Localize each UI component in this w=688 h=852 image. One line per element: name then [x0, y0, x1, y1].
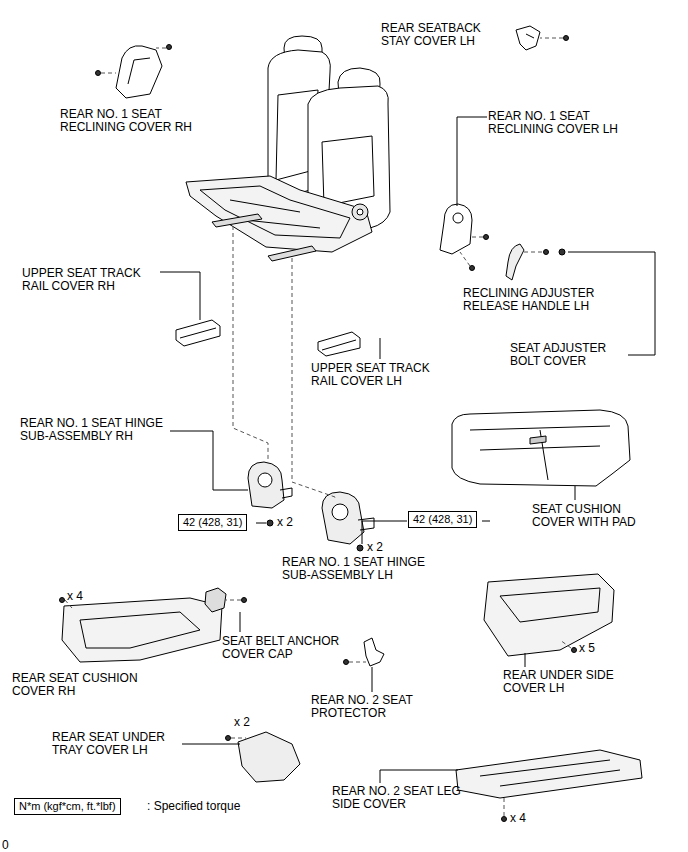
part-name: UPPER SEAT TRACK RAIL COVER LH — [311, 362, 432, 388]
part-name: UPPER SEAT TRACK RAIL COVER RH — [22, 267, 143, 293]
part-name: REAR NO. 1 SEAT HINGE SUB-ASSEMBLY RH — [20, 417, 165, 443]
part-name: REAR SEAT CUSHION COVER RH — [12, 672, 140, 698]
legend-box: N*m (kgf*cm, ft.*lbf) — [14, 798, 121, 815]
torque-box: 42 (428, 31) — [178, 514, 247, 531]
part-name: SEAT BELT ANCHOR COVER CAP — [222, 635, 342, 661]
part-name: REAR NO. 2 SEAT LEG SIDE COVER — [332, 785, 463, 811]
part-name: REAR NO. 2 SEAT PROTECTOR — [311, 694, 415, 720]
quantity-label: x 4 — [67, 590, 83, 603]
part-name: REAR SEATBACK STAY COVER LH — [381, 22, 483, 48]
quantity-label: x 5 — [579, 642, 595, 655]
quantity-label: x 2 — [234, 716, 250, 729]
part-name: REAR NO. 1 SEAT HINGE SUB-ASSEMBLY LH — [282, 556, 427, 582]
quantity-label: x 2 — [277, 516, 293, 529]
torque-box: 42 (428, 31) — [408, 511, 477, 528]
quantity-label: x 2 — [367, 541, 383, 554]
part-name: REAR SEAT UNDER TRAY COVER LH — [52, 731, 167, 757]
torque-text: N*m (kgf*cm, ft.*lbf) — [19, 800, 116, 812]
part-name: SEAT CUSHION COVER WITH PAD — [532, 503, 638, 529]
legend-text: : Specified torque — [147, 800, 240, 813]
figure-number: 0 — [2, 839, 9, 852]
quantity-label: x 4 — [510, 812, 526, 825]
torque-text: 42 (428, 31) — [183, 516, 242, 528]
part-name: REAR NO. 1 SEAT RECLINING COVER RH — [60, 108, 195, 134]
part-name: REAR NO. 1 SEAT RECLINING COVER LH — [488, 110, 621, 136]
part-name: SEAT ADJUSTER BOLT COVER — [510, 342, 609, 368]
torque-text: 42 (428, 31) — [413, 513, 472, 525]
part-name: REAR UNDER SIDE COVER LH — [503, 669, 616, 695]
part-name: RECLINING ADJUSTER RELEASE HANDLE LH — [463, 287, 597, 313]
